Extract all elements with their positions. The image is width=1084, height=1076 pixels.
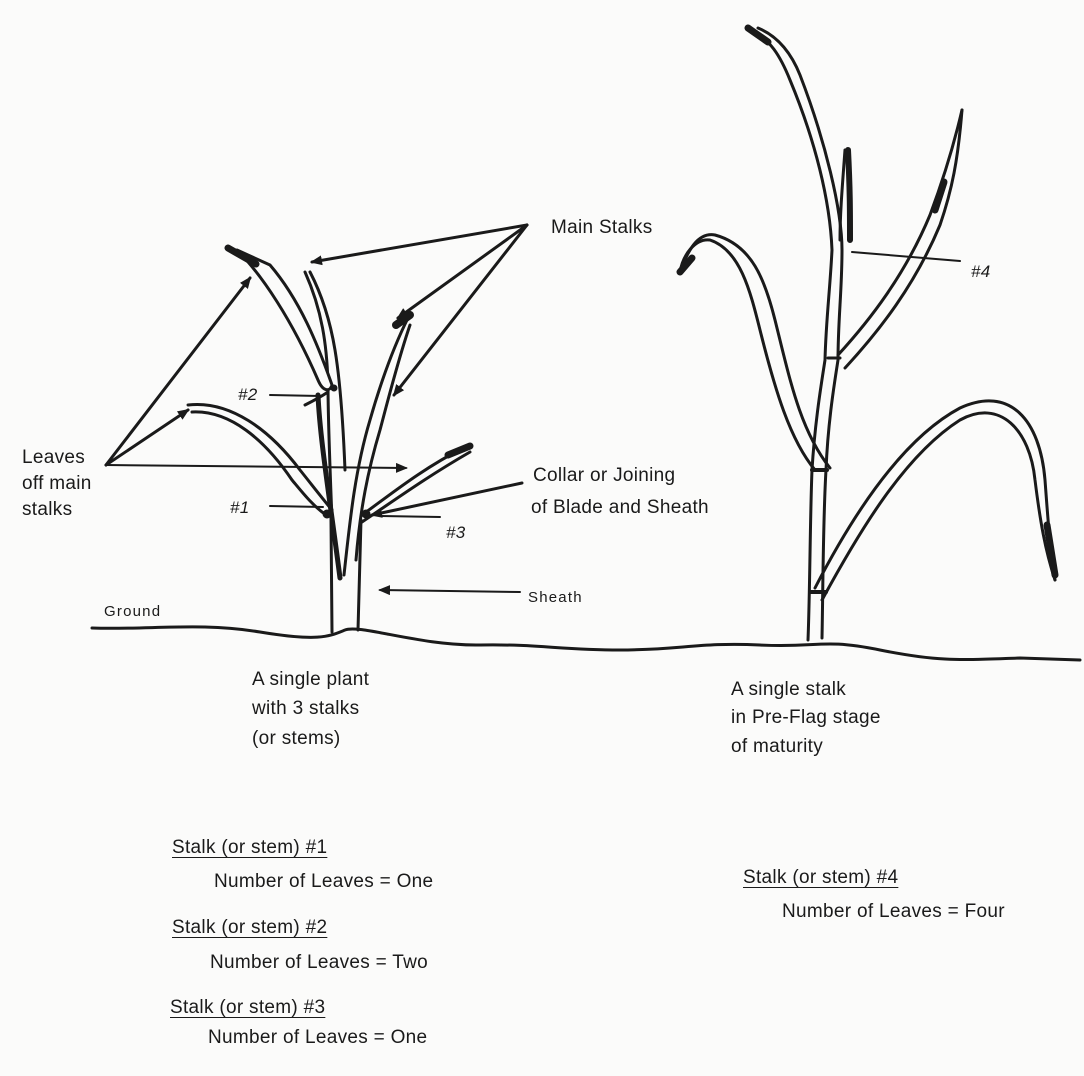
right-plant <box>680 28 1055 640</box>
stalk-number-1: #1 <box>230 496 250 520</box>
stalk-number-2: #2 <box>238 383 258 407</box>
ground-line <box>92 627 1080 660</box>
stalk3-heading: Stalk (or stem) #3 <box>170 996 325 1020</box>
leaves-label-line3: stalks <box>22 498 72 522</box>
main-stalks-label: Main Stalks <box>551 216 653 240</box>
stalk-number-3: #3 <box>446 521 466 545</box>
stalk-caption-line3: of maturity <box>731 735 823 759</box>
leaves-label-line2: off main <box>22 472 92 496</box>
stalk3-leaves-text: Number of Leaves = One <box>208 1026 427 1050</box>
stalk1-leaves-text: Number of Leaves = One <box>214 870 433 894</box>
stalk-number-4: #4 <box>971 260 991 284</box>
stalk-caption-line1: A single stalk <box>731 678 846 702</box>
leaves-label-line1: Leaves <box>22 446 85 470</box>
sheath-label: Sheath <box>528 586 583 610</box>
stalk4-leaves-text: Number of Leaves = Four <box>782 900 1005 924</box>
stalk2-leaves-text: Number of Leaves = Two <box>210 951 428 975</box>
stalk1-heading: Stalk (or stem) #1 <box>172 836 327 860</box>
collar-label-line1: Collar or Joining <box>533 464 675 488</box>
collar-label-line2: of Blade and Sheath <box>531 496 709 520</box>
stalk-caption-line2: in Pre-Flag stage <box>731 706 881 730</box>
ground-label: Ground <box>104 600 161 624</box>
stalk4-heading: Stalk (or stem) #4 <box>743 866 898 890</box>
plant-caption-line3: (or stems) <box>252 727 341 751</box>
stalk2-heading: Stalk (or stem) #2 <box>172 916 327 940</box>
plant-caption-line2: with 3 stalks <box>252 697 359 721</box>
plant-caption-line1: A single plant <box>252 668 369 692</box>
